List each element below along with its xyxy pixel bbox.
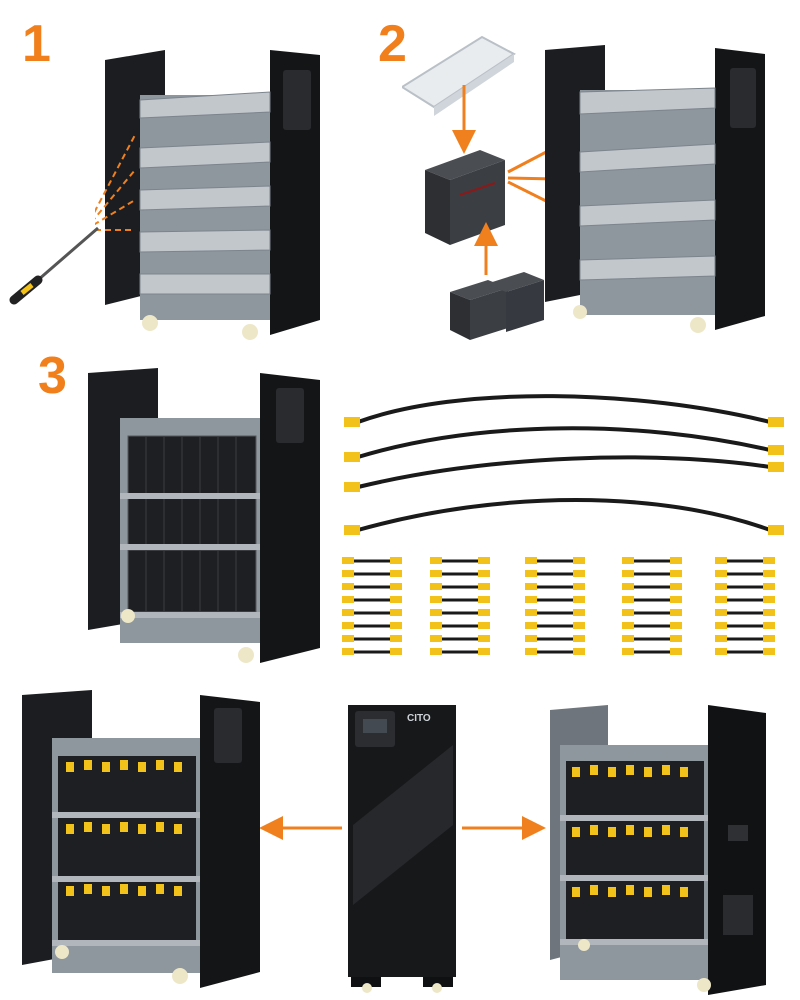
empty-battery-cabinet-2 bbox=[540, 40, 775, 335]
wired-battery-cabinet-left bbox=[22, 690, 267, 990]
step-number-3: 3 bbox=[38, 347, 67, 405]
battery-cover-lid bbox=[402, 32, 517, 127]
long-battery-cables bbox=[340, 380, 790, 545]
ups-brand-logo: CITO bbox=[407, 713, 431, 724]
short-jumper-cables bbox=[340, 552, 790, 672]
step-number-2: 2 bbox=[378, 15, 407, 73]
wired-battery-cabinet-right bbox=[548, 705, 773, 995]
step-number-1: 1 bbox=[22, 15, 51, 73]
cabinet-with-batteries bbox=[88, 368, 328, 668]
battery-pair bbox=[448, 270, 548, 345]
ups-tower-front: CITO bbox=[345, 705, 460, 995]
empty-battery-cabinet-1 bbox=[95, 40, 330, 340]
screwdriver bbox=[8, 220, 108, 310]
